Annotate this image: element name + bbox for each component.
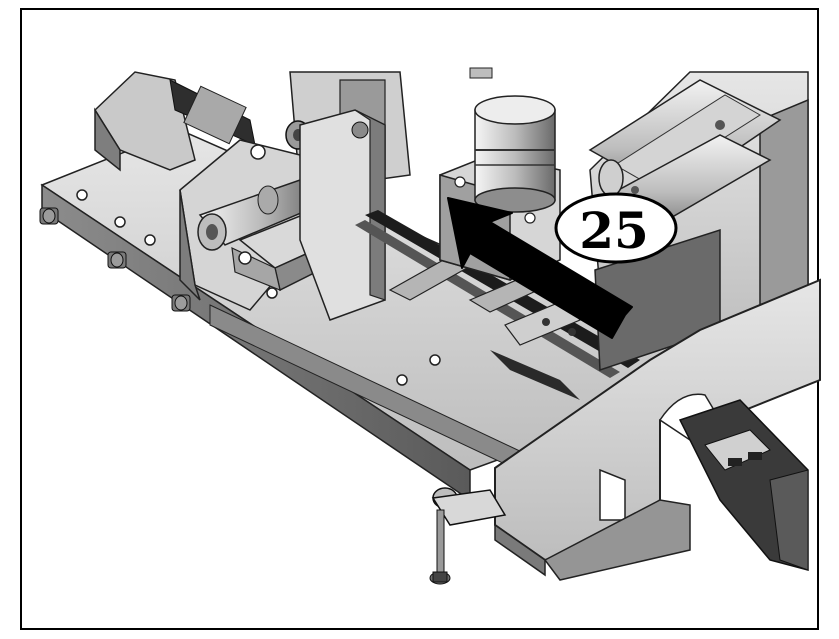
round-weight xyxy=(474,95,556,213)
rear-left-bracket xyxy=(94,71,256,172)
step-number-label: 25 xyxy=(579,201,649,260)
leveling-foot xyxy=(429,487,507,585)
guide-rail xyxy=(355,210,640,400)
center-plate xyxy=(299,109,386,321)
feed-slot xyxy=(678,399,809,571)
step-callout: 25 xyxy=(554,192,678,264)
front-frame-bracket xyxy=(494,278,821,581)
direction-arrow xyxy=(447,197,633,339)
front-bolts xyxy=(39,207,191,312)
